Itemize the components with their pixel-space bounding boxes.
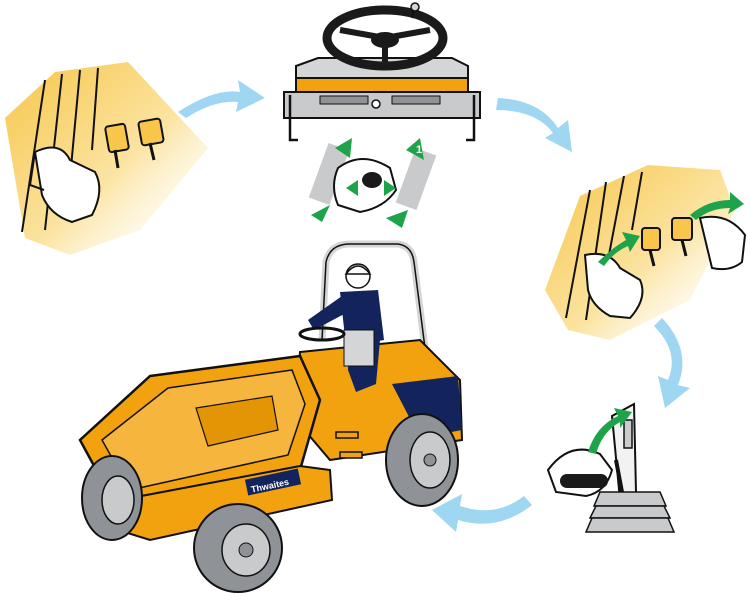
hand-icon [548,450,612,496]
rear-wheel [386,414,458,506]
curved-arrow-icon [178,80,265,118]
curved-arrow-icon [496,98,572,152]
curved-arrow-icon [432,494,532,532]
front-wheel-right [194,504,282,592]
foot-pedals-panel [5,62,208,255]
steering-column-panel [284,3,480,140]
front-wheel-left [82,456,142,540]
dumper-machine: Thwaites [80,244,462,592]
pedal-release-panel [545,165,745,340]
joystick-panel: 1 [309,138,437,228]
hand-lever-panel [548,404,674,532]
curved-arrow-icon [654,318,690,408]
steering-wheel-icon [327,3,443,66]
step-number: 1 [416,144,422,156]
